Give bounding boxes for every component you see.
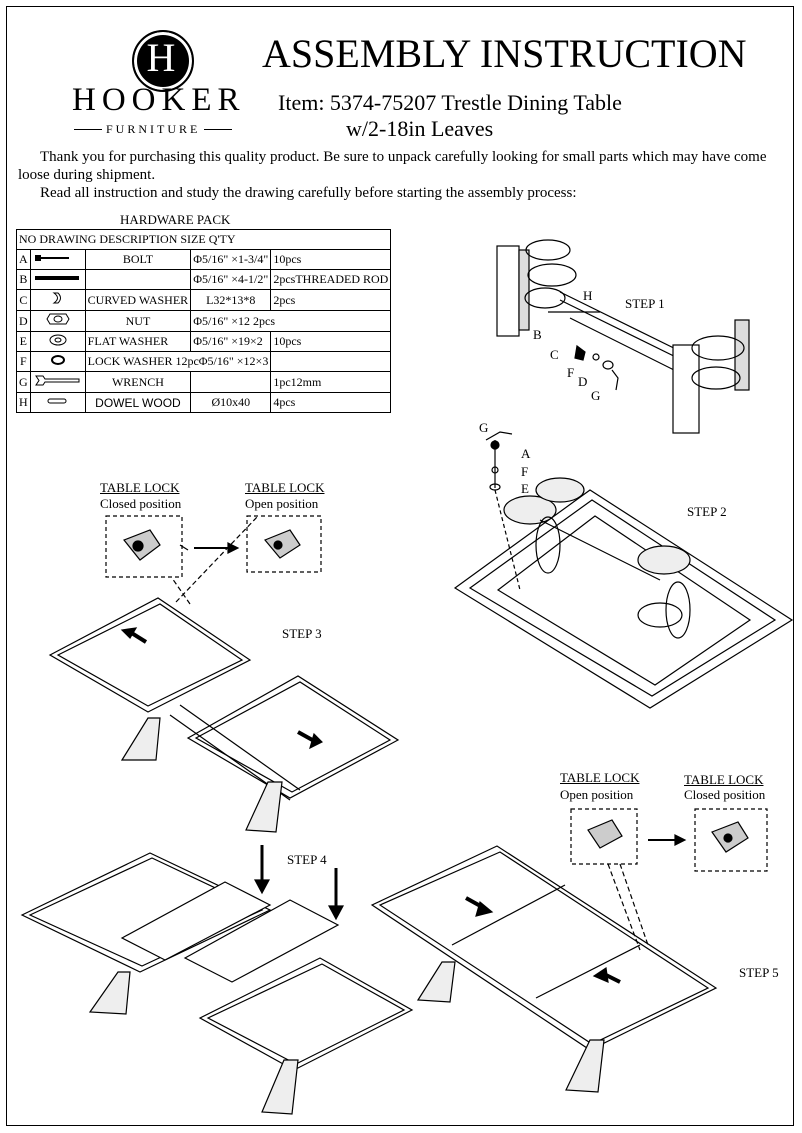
lock-title: TABLE LOCK <box>684 772 764 787</box>
item-line-1: Item: 5374-75207 Trestle Dining Table <box>278 90 622 115</box>
row-desc: DOWEL WOOD <box>84 392 192 413</box>
callout-d: D <box>578 374 588 389</box>
hooker-logo: H HOOKER FURNITURE <box>70 30 270 140</box>
row-qty: 2pcs <box>270 289 392 311</box>
row-size: Φ5/16" ×12 2pcs <box>190 310 392 332</box>
drawing-bolt <box>29 249 86 270</box>
step3-drawing <box>48 515 400 833</box>
logo-letter: H <box>146 35 176 80</box>
callout-e: E <box>521 481 529 496</box>
row-qty: 4pcs <box>270 392 392 413</box>
step1-drawing <box>496 239 750 434</box>
step5-drawing <box>370 808 768 1093</box>
lock-title: TABLE LOCK <box>100 480 180 495</box>
step-1-label: STEP 1 <box>625 296 665 311</box>
callout-h: H <box>583 288 593 303</box>
logo-emblem <box>132 30 194 92</box>
step-5-label: STEP 5 <box>739 965 779 980</box>
lock-open-box <box>246 515 322 573</box>
item-line-2: w/2-18in Leaves <box>346 116 494 141</box>
table-row: C CURVED WASHER L32*13*8 2pcs <box>16 289 392 311</box>
page-title: ASSEMBLY INSTRUCTION <box>262 31 747 76</box>
brand-name: HOOKER <box>72 82 246 118</box>
lock-closed-label: Closed position <box>684 787 766 802</box>
brand-sub: FURNITURE <box>74 122 233 137</box>
row-qty: 10pcs <box>270 331 392 352</box>
step-4-label: STEP 4 <box>287 852 327 867</box>
lock-title: TABLE LOCK <box>560 770 640 785</box>
intro-paragraph-2: Read all instruction and study the drawi… <box>40 185 577 201</box>
lock-title: TABLE LOCK <box>245 480 325 495</box>
table-row: G WRENCH 1pc12mm <box>16 371 392 393</box>
callout-c: C <box>550 347 559 362</box>
callout-a: A <box>521 446 531 461</box>
step2-drawing <box>453 431 794 709</box>
lock-closed-label: Closed position <box>100 496 182 511</box>
hardware-pack-label: HARDWARE PACK <box>120 212 231 227</box>
step-2-label: STEP 2 <box>687 504 727 519</box>
table-row: H DOWEL WOOD Ø10x40 4pcs <box>16 392 392 413</box>
drawing-dowel <box>29 392 86 413</box>
row-desc: FLAT WASHER <box>84 331 192 352</box>
callout-f: F <box>567 365 575 380</box>
row-desc: NUT <box>84 310 192 332</box>
callout-g: G <box>591 388 601 403</box>
intro-text: Thank you for purchasing this quality pr… <box>18 148 788 202</box>
page-frame <box>6 6 794 1126</box>
lock-open-label: Open position <box>560 787 634 802</box>
row-size: Φ5/16" ×19×2 <box>190 331 272 352</box>
table-row: E FLAT WASHER Φ5/16" ×19×2 10pcs <box>16 331 392 352</box>
row-size: Ø10x40 <box>190 392 272 413</box>
hardware-table: NO DRAWING DESCRIPTION SIZE Q'TY A BOLT … <box>15 229 392 413</box>
lock-open-label: Open position <box>245 496 319 511</box>
callout-f: F <box>521 464 529 479</box>
row-size: Φ5/16" ×4-1/2" <box>190 269 272 290</box>
drawing-lock-washer <box>29 351 86 372</box>
table-row: A BOLT Φ5/16" ×1-3/4" 10pcs <box>16 249 392 270</box>
row-size: L32*13*8 <box>190 289 272 311</box>
table-row: F LOCK WASHER 12pcΦ5/16" ×12×3 <box>16 351 392 372</box>
step4-drawing <box>20 845 414 1115</box>
callout-g: G <box>479 420 489 435</box>
step-3-label: STEP 3 <box>282 626 322 641</box>
lock-closed-box <box>105 515 189 578</box>
callout-b: B <box>533 327 542 342</box>
table-row: D NUT Φ5/16" ×12 2pcs <box>16 310 392 332</box>
intro-paragraph-1: Thank you for purchasing this quality pr… <box>18 149 767 183</box>
